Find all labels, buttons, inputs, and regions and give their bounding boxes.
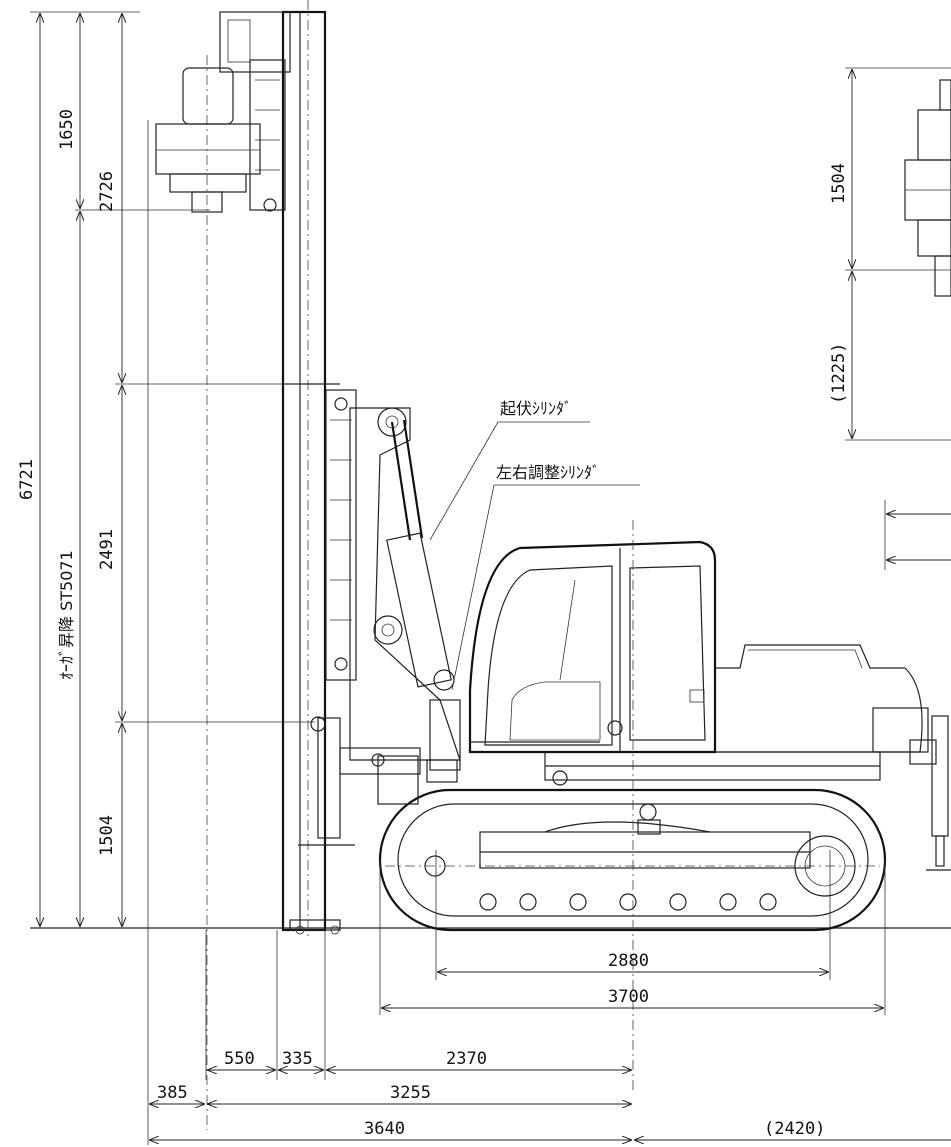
dim-2420: (2420): [764, 1119, 825, 1139]
horizontal-dimensions: [147, 120, 951, 1145]
dim-2491: 2491: [97, 529, 117, 570]
dim-3700: 3700: [608, 987, 649, 1007]
dim-1504-left: 1504: [97, 815, 117, 856]
dim-3255: 3255: [390, 1083, 431, 1103]
dim-2726: 2726: [97, 171, 117, 212]
dim-1504-right: 1504: [829, 163, 849, 204]
leader-mast: [281, 0, 357, 940]
dim-2370: 2370: [446, 1049, 487, 1069]
upper-body: [544, 644, 937, 781]
auger-stroke-label: ｵｰｶﾞ昇降 ST5071: [57, 550, 76, 680]
dim-550: 550: [224, 1049, 255, 1069]
dim-3640: 3640: [364, 1119, 405, 1139]
front-bracket: [339, 407, 461, 805]
operator-cab: [468, 520, 717, 1090]
crawler-track: [378, 788, 887, 932]
tilt-cylinder-label: 起伏ｼﾘﾝﾀﾞ: [500, 399, 572, 418]
dim-6721: 6721: [17, 459, 37, 500]
vertical-dimensions-right: [845, 67, 951, 570]
dim-2880: 2880: [608, 951, 649, 971]
tilt-cylinder: [386, 419, 455, 691]
dim-1650: 1650: [57, 109, 77, 150]
dim-1225: (1225): [829, 343, 849, 404]
dim-385: 385: [157, 1083, 188, 1103]
label-leaders: [429, 421, 640, 691]
auger-drive-head: [155, 11, 291, 1130]
dim-335: 335: [282, 1049, 313, 1069]
rear-view: [904, 79, 951, 871]
vertical-dimensions-left: [30, 11, 315, 926]
lr-adjust-cylinder-label: 左右調整ｼﾘﾝﾀﾞ: [496, 463, 600, 482]
